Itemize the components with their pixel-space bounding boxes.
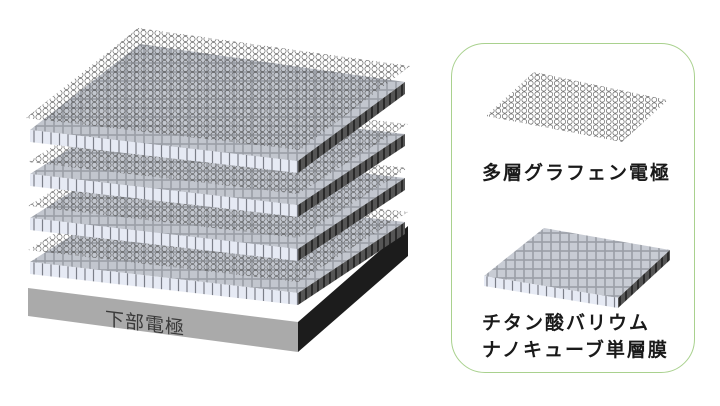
layered-stack-diagram [26,28,410,352]
graphene-layer-top [26,28,410,150]
nanocube-layer-icon [484,228,670,308]
bottom-electrode [28,226,408,352]
layer-stack [26,28,410,305]
nanocube-label-line2: ナノキューブ単層膜 [482,339,669,361]
graphene-electrode-label: 多層グラフェン電極 [482,162,672,184]
nanocube-film-label: チタン酸バリウム ナノキューブ単層膜 [482,310,720,364]
legend-box: 多層グラフェン電極 チタン酸バリウム ナノキューブ単層膜 [451,43,695,373]
graphene-mesh-icon [486,72,668,142]
nanocube-label-line1: チタン酸バリウム [482,312,651,334]
